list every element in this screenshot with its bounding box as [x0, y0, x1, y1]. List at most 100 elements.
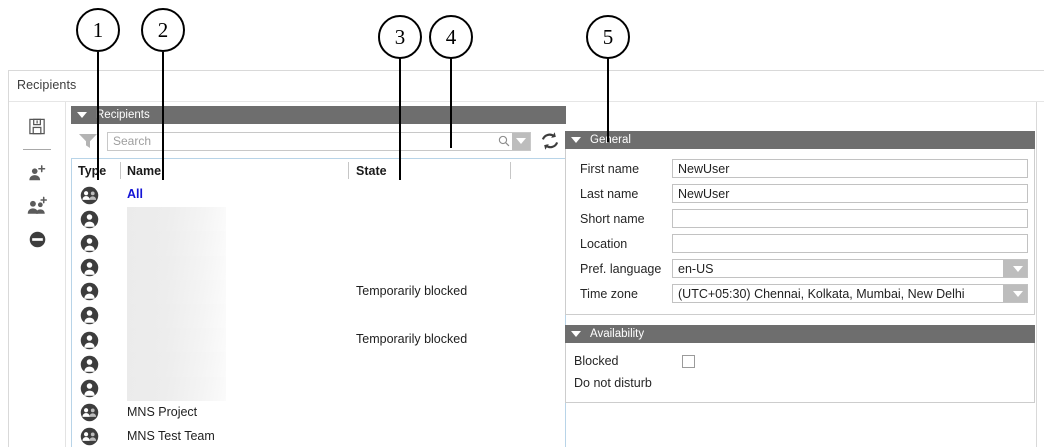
general-section-title: General — [590, 134, 631, 146]
table-row[interactable]: All — [72, 183, 565, 207]
callout-4: 4 — [429, 15, 473, 59]
form-row: Short name — [572, 206, 1028, 231]
general-section-header[interactable]: General — [565, 131, 1035, 149]
table-row[interactable] — [72, 255, 565, 280]
row-group-icon — [78, 402, 100, 424]
group-icon — [80, 403, 98, 422]
blocked-checkbox[interactable] — [682, 354, 695, 368]
callout-3: 3 — [378, 15, 422, 59]
person-icon — [80, 379, 98, 398]
search-box[interactable] — [107, 131, 531, 151]
add-user-button[interactable] — [21, 157, 53, 189]
leader-line-4 — [450, 58, 452, 148]
toolbar-rail — [9, 102, 66, 447]
text-field[interactable] — [672, 234, 1028, 253]
chevron-down-icon — [516, 138, 526, 144]
row-state: Temporarily blocked — [356, 283, 468, 298]
row-person-icon — [78, 378, 100, 400]
refresh-icon — [541, 132, 559, 150]
column-header-name[interactable]: Name — [127, 164, 162, 178]
table-row[interactable] — [72, 231, 565, 256]
availability-section-header[interactable]: Availability — [565, 325, 1035, 343]
field-label: Short name — [580, 211, 645, 226]
save-icon — [28, 118, 45, 134]
callout-1-label: 1 — [92, 17, 104, 42]
form-row: Location — [572, 231, 1028, 256]
column-header-state[interactable]: State — [356, 164, 387, 178]
row-group-icon — [78, 184, 100, 206]
group-icon — [80, 186, 98, 204]
text-field[interactable]: NewUser — [672, 159, 1028, 178]
field-label: Last name — [580, 186, 639, 201]
table-row[interactable] — [72, 376, 565, 401]
add-user-icon — [29, 165, 46, 181]
block-button[interactable] — [21, 223, 53, 255]
redacted-name-block — [127, 328, 226, 353]
select-field[interactable]: en-US — [672, 259, 1028, 278]
group-icon — [80, 428, 98, 446]
callout-4-label: 4 — [445, 24, 457, 49]
text-field[interactable]: NewUser — [672, 184, 1028, 203]
table-row[interactable]: Temporarily blocked — [72, 279, 565, 304]
row-name[interactable]: All — [127, 187, 143, 201]
person-icon — [80, 234, 98, 253]
text-field[interactable] — [672, 209, 1028, 228]
availability-section-title: Availability — [590, 328, 645, 340]
dropdown-button[interactable] — [1003, 285, 1027, 302]
person-icon — [80, 210, 98, 228]
column-divider[interactable] — [348, 162, 349, 179]
chevron-down-icon — [1012, 290, 1023, 297]
row-person-icon — [78, 305, 100, 327]
row-person-icon — [78, 329, 100, 351]
dropdown-button[interactable] — [1003, 260, 1027, 277]
search-options-dropdown[interactable] — [512, 132, 530, 150]
form-row: Time zone(UTC+05:30) Chennai, Kolkata, M… — [572, 281, 1028, 306]
availability-label: Do not disturb — [574, 376, 652, 390]
search-input[interactable] — [108, 131, 496, 151]
row-person-icon — [78, 208, 100, 230]
table-row[interactable] — [72, 303, 565, 329]
refresh-button[interactable] — [538, 130, 562, 152]
leader-line-3 — [399, 58, 401, 180]
row-name: MNS Project — [127, 404, 198, 419]
column-header-type[interactable]: Type — [78, 164, 107, 178]
window-title: Recipients — [17, 78, 77, 92]
add-group-button[interactable] — [21, 190, 53, 222]
chevron-down-icon[interactable] — [571, 137, 581, 143]
chevron-down-icon[interactable] — [571, 331, 581, 337]
person-icon — [80, 283, 98, 301]
titlebar-divider — [9, 101, 1044, 102]
row-group-icon — [78, 426, 100, 447]
table-row[interactable]: Temporarily blocked — [72, 328, 565, 353]
list-toolbar — [71, 124, 566, 158]
column-divider[interactable] — [510, 162, 511, 179]
form-row: Last name NewUser — [572, 181, 1028, 206]
filter-funnel-icon[interactable] — [77, 132, 99, 150]
form-row: Pref. language en-US — [572, 256, 1028, 281]
availability-row: Blocked — [572, 350, 1028, 372]
row-name: MNS Test Team — [127, 428, 215, 443]
row-person-icon — [78, 281, 100, 303]
table-row[interactable] — [72, 207, 565, 232]
search-icon[interactable] — [496, 135, 512, 147]
person-icon — [80, 258, 98, 277]
table-row[interactable]: MNS Project — [72, 401, 565, 425]
recipients-panel-header[interactable]: Recipients — [71, 106, 566, 124]
callout-2-label: 2 — [157, 17, 169, 42]
chevron-down-icon[interactable] — [77, 112, 87, 118]
availability-row: Do not disturb — [572, 372, 1028, 394]
field-value: (UTC+05:30) Chennai, Kolkata, Mumbai, Ne… — [678, 286, 965, 301]
column-divider[interactable] — [120, 162, 121, 179]
callout-2: 2 — [141, 8, 185, 52]
add-group-icon — [27, 196, 47, 214]
callout-3-label: 3 — [394, 24, 406, 49]
select-field[interactable]: (UTC+05:30) Chennai, Kolkata, Mumbai, Ne… — [672, 284, 1028, 303]
field-label: Pref. language — [580, 261, 662, 276]
table-row[interactable]: MNS Test Team — [72, 425, 565, 447]
save-button[interactable] — [21, 110, 53, 142]
availability-section-body: Blocked Do not disturb — [565, 343, 1035, 403]
table-row[interactable] — [72, 352, 565, 377]
